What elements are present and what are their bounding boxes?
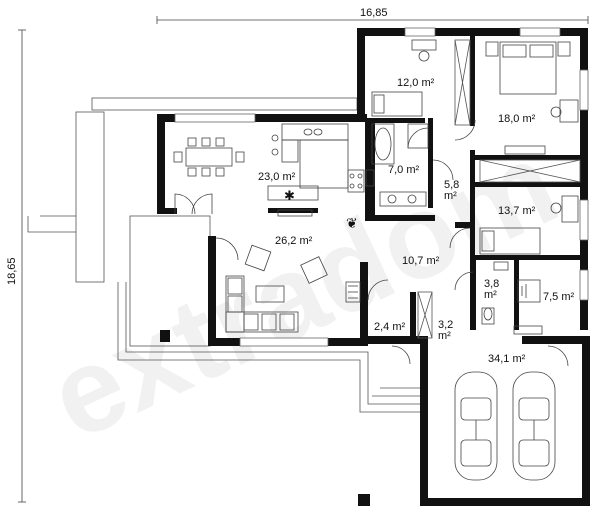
fireplace-icon (345, 281, 361, 303)
bed-icon (485, 41, 579, 155)
stove-icon (267, 123, 365, 217)
room-area-bathroom: 7,0 m² (388, 164, 420, 176)
room-area-living-room: 26,2 m² (275, 235, 313, 247)
doors (174, 119, 569, 367)
windows (174, 27, 589, 347)
dimension-width (156, 16, 589, 24)
bathtub-icon (365, 123, 429, 207)
toilet-icon (481, 261, 543, 335)
bed-icon (371, 39, 437, 117)
room-area-garage: 34,1 m² (488, 353, 526, 365)
terrace-outlines (27, 97, 420, 413)
star-icon: ✱ (284, 189, 295, 204)
dimension-height (18, 29, 26, 503)
room-area-kitchen-dining: 23,0 m² (258, 171, 296, 183)
room-area-utility: 7,5 m² (543, 291, 575, 303)
room-area-vestibule: 2,4 m² (374, 321, 406, 333)
sofa-icon (225, 244, 328, 333)
room-area-bedroom-2: 13,7 m² (498, 205, 536, 217)
plant-icon: ❦ (346, 216, 358, 232)
car-icon (512, 371, 556, 481)
bed-icon (479, 195, 579, 255)
room-area-bedroom-1: 12,0 m² (397, 77, 435, 89)
dimension-height-label: 18,65 (6, 257, 18, 285)
wardrobes (417, 39, 581, 339)
car-icon (454, 371, 498, 481)
dining-table-icon (173, 137, 245, 177)
dimension-width-label: 16,85 (360, 7, 388, 19)
room-area-bedroom-master: 18,0 m² (498, 113, 536, 125)
room-area-hall: 10,7 m² (402, 255, 440, 267)
